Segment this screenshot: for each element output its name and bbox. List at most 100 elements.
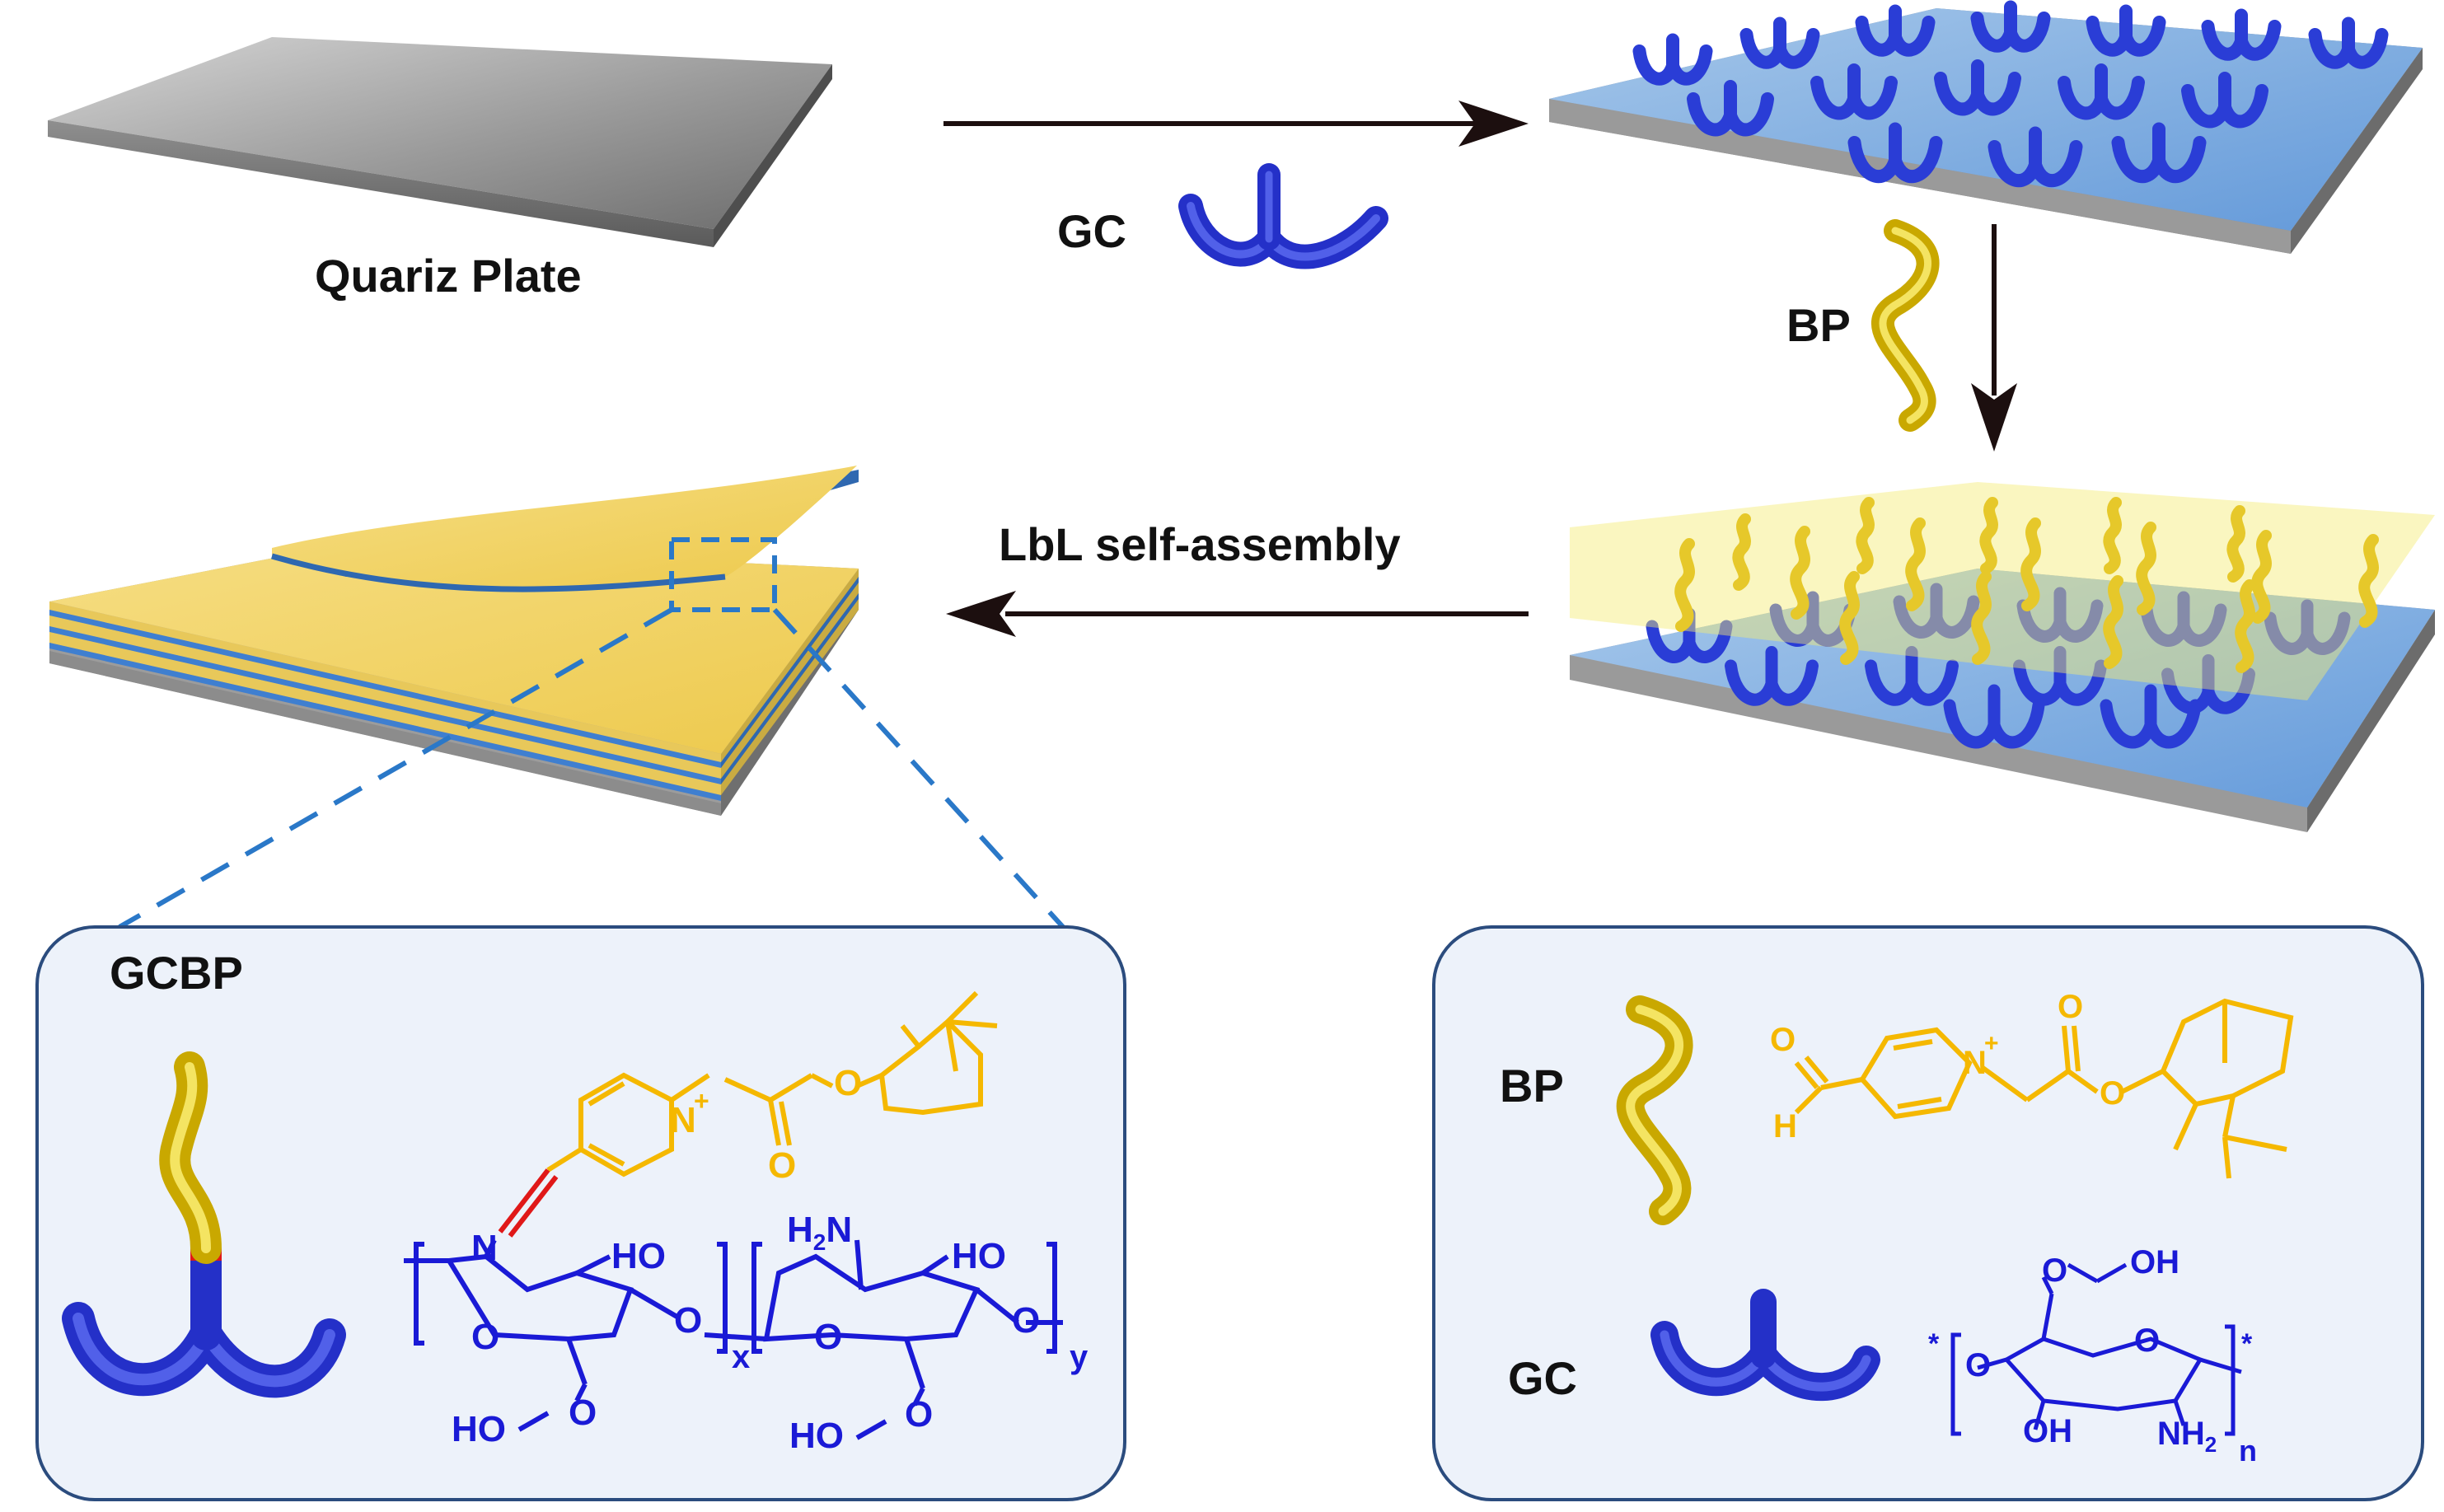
gcbp-ho-side1: HO <box>452 1409 506 1449</box>
arrow-gc <box>943 101 1529 147</box>
gc-chain-top-5 <box>2201 8 2282 61</box>
gcbp-sub-y: y <box>1070 1339 1089 1375</box>
gcbp-h2n: H2N <box>787 1210 852 1256</box>
legend-bp-structure <box>1794 998 2294 1179</box>
legend-bp-charge: + <box>1984 1030 1999 1057</box>
legend-gc-sub-n: n <box>2239 1434 2257 1468</box>
imine-bond <box>498 1168 559 1238</box>
legend-gc-oh: OH <box>2023 1413 2072 1449</box>
gc-step-icon <box>1178 163 1388 269</box>
legend-gc-nh2-sub: 2 <box>2204 1432 2217 1457</box>
gcbp-glyco-o: O <box>674 1300 703 1341</box>
bp-chain-mid-8 <box>1971 571 1992 665</box>
arrow-bp <box>1971 224 2017 452</box>
gcbp-icon <box>62 1051 346 1398</box>
quartz-plate <box>48 37 832 247</box>
gcbp-ring-o1: O <box>471 1317 500 1357</box>
arrow-lbl <box>946 591 1529 637</box>
bp-chain-mid-5 <box>2251 530 2272 624</box>
bp-chain-mid-1 <box>1790 526 1810 620</box>
legend-gc-structure <box>1950 1262 2242 1436</box>
gc-chain-top-4 <box>2086 4 2166 57</box>
gc-bp-plate <box>1570 482 2435 832</box>
gc-chain-mid-6 <box>1725 646 1819 706</box>
gc-chain-top-2 <box>1855 4 1936 57</box>
gc-chain-mid-11 <box>2100 684 2202 749</box>
gcbp-ring-o2: O <box>814 1317 843 1357</box>
gcbp-structure-blue <box>404 1238 1063 1440</box>
legend-bp-o-ester: O <box>2100 1075 2126 1112</box>
legend-bp-h-ald: H <box>1773 1108 1797 1145</box>
multilayer-film <box>49 466 859 816</box>
legend-gc-label: GC <box>1508 1352 1577 1404</box>
gcbp-imine-n: N <box>471 1228 498 1268</box>
gcbp-ho2: HO <box>952 1236 1006 1276</box>
gcbp-end-o: O <box>1012 1300 1041 1341</box>
gc-chain-mid-8 <box>2013 646 2107 706</box>
gcbp-sub-x: x <box>732 1339 751 1375</box>
gc-coated-plate <box>1549 0 2423 254</box>
bp-chain-mid-6 <box>2358 534 2379 628</box>
bp-chain-mid-0 <box>1674 538 1695 632</box>
gcbp-panel <box>35 925 1126 1501</box>
bp-chain-mid-11 <box>1732 513 1751 591</box>
gcbp-charge: + <box>694 1086 709 1116</box>
bp-chain-mid-13 <box>1979 497 1998 574</box>
gc-chain-mid-4 <box>2140 591 2227 647</box>
bp-chain-mid-3 <box>2020 517 2041 611</box>
gcbp-o1: O <box>768 1145 797 1186</box>
legend-gc-oh-top: OH <box>2130 1244 2179 1280</box>
bp-step-icon <box>1871 219 1940 432</box>
bp-step-label: BP <box>1786 299 1851 351</box>
legend-panel <box>1432 925 2424 1501</box>
gc-chain-top-6 <box>2308 16 2389 69</box>
legend-gc-icon <box>1650 1289 1880 1402</box>
gcbp-side-o1: O <box>569 1393 597 1433</box>
gcbp-ho-side2: HO <box>789 1416 844 1456</box>
bp-chain-mid-10 <box>2235 579 2255 673</box>
legend-gc-nh: NH <box>2157 1416 2205 1452</box>
gc-chain-mid-2 <box>1893 583 1980 639</box>
gc-step-label: GC <box>1057 205 1126 257</box>
gc-chain-top-11 <box>2181 72 2268 129</box>
gc-chain-top-14 <box>2111 122 2207 184</box>
legend-gc-o-ring: O <box>2134 1322 2161 1359</box>
bp-chain-mid-12 <box>1856 497 1875 574</box>
gcbp-ho1: HO <box>611 1236 666 1276</box>
zoom-lines <box>118 607 1065 929</box>
gcbp-side-o2: O <box>905 1394 934 1435</box>
gc-chain-top-12 <box>1847 122 1943 184</box>
gc-chain-top-10 <box>2058 63 2145 120</box>
gc-chain-mid-9 <box>2161 654 2255 714</box>
gcbp-structure-yellow <box>546 990 998 1177</box>
gc-chain-top-7 <box>1687 80 1774 137</box>
gc-chain-top-1 <box>1739 16 1820 69</box>
gc-chain-mid-10 <box>1943 684 2045 749</box>
bp-chain-mid-7 <box>1839 571 1860 665</box>
bp-chain-mid-15 <box>2226 505 2245 583</box>
bp-chain-mid-14 <box>2103 497 2122 574</box>
legend-bp-o-carbonyl: O <box>2058 989 2084 1025</box>
legend-bp-icon <box>1616 995 1693 1225</box>
gc-chain-top-8 <box>1810 63 1898 120</box>
gc-chain-mid-5 <box>2264 599 2351 655</box>
legend-bp-n-plus: N <box>1963 1045 1987 1081</box>
bp-chain-mid-9 <box>2103 575 2123 669</box>
gcbp-h2n-h: H <box>787 1210 813 1250</box>
legend-gc-o-chain: O <box>2042 1252 2068 1289</box>
gcbp-o2: O <box>834 1063 863 1103</box>
legend-bp-o-ald: O <box>1770 1022 1796 1058</box>
gc-chain-top-13 <box>1988 126 2083 188</box>
legend-gc-star-left: * <box>1928 1328 1940 1360</box>
gc-chain-mid-7 <box>1865 646 1959 706</box>
gc-chain-top-3 <box>1970 0 2051 53</box>
gc-chain-top-9 <box>1934 59 2021 116</box>
lbl-step-label: LbL self-assembly <box>999 518 1401 570</box>
legend-gc-star-right: * <box>2241 1328 2253 1360</box>
gcbp-n-plus: N <box>670 1100 696 1140</box>
gc-chain-top-0 <box>1632 33 1713 86</box>
gcbp-h2n-sub: 2 <box>812 1229 826 1255</box>
bp-chain-mid-2 <box>1905 517 1926 611</box>
legend-gc-nh2: NH2 <box>2157 1416 2217 1458</box>
